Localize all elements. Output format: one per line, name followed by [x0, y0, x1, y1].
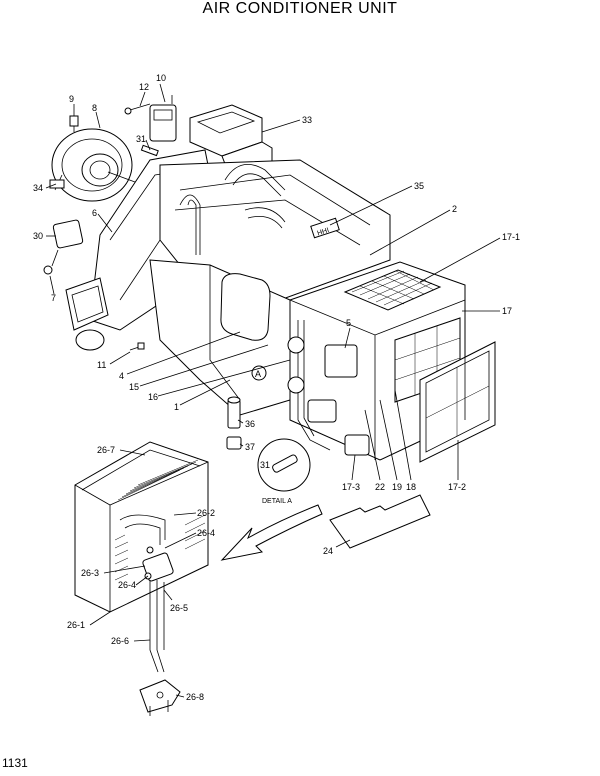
part-labels: 10 12 9 8 31 33 34 35 2 6 30 17-1 7 17 5…	[33, 73, 520, 702]
label-18: 18	[406, 482, 416, 492]
label-5: 5	[346, 318, 351, 328]
blower-motor-assembly	[49, 115, 136, 202]
label-19: 19	[392, 482, 402, 492]
label-26-5: 26-5	[170, 603, 188, 613]
label-26-1: 26-1	[67, 620, 85, 630]
label-15: 15	[129, 382, 139, 392]
label-17-1: 17-1	[502, 232, 520, 242]
label-26-6: 26-6	[111, 636, 129, 646]
label-30: 30	[33, 231, 43, 241]
detail-marker: A	[255, 369, 261, 379]
actuator-5	[324, 344, 358, 378]
label-8: 8	[92, 103, 97, 113]
label-1: 1	[174, 402, 179, 412]
label-17-3: 17-3	[342, 482, 360, 492]
label-33: 33	[302, 115, 312, 125]
label-34: 34	[33, 183, 43, 193]
brand-badge	[310, 217, 340, 239]
label-26-2: 26-2	[197, 508, 215, 518]
actuator-17-3	[344, 434, 370, 456]
label-10: 10	[156, 73, 166, 83]
label-36: 36	[245, 419, 255, 429]
mesh-filter-17-1	[351, 270, 435, 306]
actuator-lower	[307, 399, 337, 423]
label-11: 11	[97, 360, 106, 370]
assembly-arrow	[220, 504, 323, 561]
drain-hose-36	[227, 399, 241, 429]
label-2: 2	[452, 204, 457, 214]
link-rod-31	[140, 144, 159, 157]
label-31: 31	[136, 134, 146, 144]
label-7: 7	[51, 293, 56, 303]
label-4: 4	[119, 371, 124, 381]
label-26-7: 26-7	[97, 445, 115, 455]
label-26-4-top: 26-4	[197, 528, 215, 538]
label-16: 16	[148, 392, 158, 402]
label-37: 37	[245, 442, 255, 452]
label-22: 22	[375, 482, 385, 492]
leader-lines	[45, 83, 501, 698]
label-12: 12	[139, 82, 149, 92]
page-number: 1131	[2, 756, 28, 770]
label-17-2: 17-2	[448, 482, 466, 492]
label-35: 35	[414, 181, 424, 191]
actuator-10	[124, 95, 177, 142]
page-title: AIR CONDITIONER UNIT	[202, 0, 398, 17]
label-9: 9	[69, 94, 74, 104]
label-17: 17	[502, 306, 512, 316]
detail-label: DETAIL A	[262, 498, 292, 505]
evaporator-assembly	[74, 441, 209, 716]
label-26-8: 26-8	[186, 692, 204, 702]
label-26-4-bottom: 26-4	[118, 580, 136, 590]
gasket-24	[329, 494, 431, 549]
resistor-30	[52, 219, 84, 249]
small-parts	[43, 219, 242, 450]
right-casing: A	[251, 261, 496, 463]
label-6: 6	[92, 208, 97, 218]
evaporator-fins	[114, 459, 206, 581]
detail-part-number: 31	[260, 460, 270, 470]
brand-badge-text: HHI	[316, 227, 330, 237]
label-24: 24	[323, 546, 333, 556]
detail-a: 31 DETAIL A	[257, 438, 311, 505]
label-26-3: 26-3	[81, 568, 99, 578]
drain-cap-37	[226, 436, 242, 450]
